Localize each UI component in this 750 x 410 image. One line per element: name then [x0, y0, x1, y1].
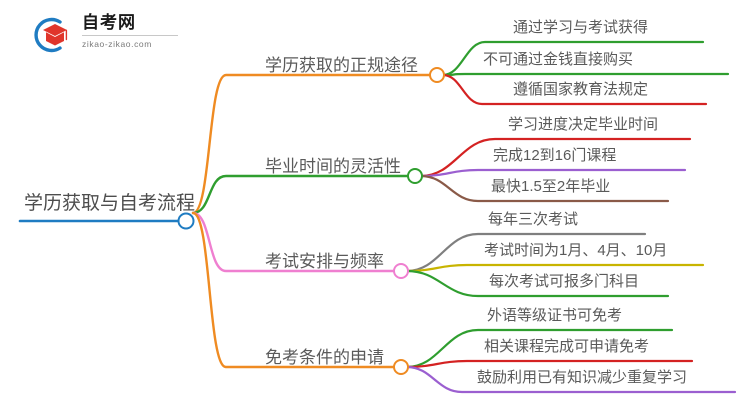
leaf-wire-3-1	[405, 359, 694, 369]
leaf-label-1-1[interactable]: 完成12到16门课程	[493, 147, 617, 164]
logo-url: zikao-zikao.com	[82, 39, 152, 49]
leaf-wire-3-2	[405, 365, 737, 394]
leaf-wire-0-1	[441, 72, 730, 77]
leaf-label-0-1[interactable]: 不可通过金钱直接购买	[483, 51, 634, 68]
root-node-label[interactable]: 学历获取与自考流程	[24, 193, 196, 214]
leaf-label-0-2[interactable]: 遵循国家教育法规定	[513, 81, 649, 98]
branch-node-0[interactable]	[429, 67, 445, 83]
site-logo: 自考网 zikao-zikao.com	[30, 12, 180, 58]
leaf-wire-0-2	[441, 73, 708, 106]
leaf-wire-1-0	[419, 137, 692, 178]
leaf-wire-3-0	[405, 328, 674, 369]
leaf-label-2-1[interactable]: 考试时间为1月、4月、10月	[484, 242, 668, 259]
branch-node-2[interactable]	[393, 263, 409, 279]
leaf-label-1-2[interactable]: 最快1.5至2年毕业	[491, 178, 611, 195]
leaf-wire-2-2	[405, 269, 670, 298]
leaf-label-3-2[interactable]: 鼓励利用已有知识减少重复学习	[477, 369, 688, 386]
leaf-label-0-0[interactable]: 通过学习与考试获得	[513, 19, 649, 36]
leaf-wire-1-1	[419, 168, 687, 178]
leaf-label-1-0[interactable]: 学习进度决定毕业时间	[508, 116, 659, 133]
branch-spine-0	[191, 73, 432, 215]
branch-label-1[interactable]: 毕业时间的灵活性	[265, 157, 401, 176]
leaf-label-2-0[interactable]: 每年三次考试	[488, 211, 579, 228]
logo-name: 自考网	[82, 13, 136, 32]
leaf-wire-2-1	[405, 263, 705, 273]
branch-label-2[interactable]: 考试安排与频率	[265, 252, 384, 271]
leaf-label-2-2[interactable]: 每次考试可报多门科目	[489, 273, 640, 290]
logo-divider	[82, 35, 178, 36]
branch-spine-1	[191, 174, 410, 215]
branch-label-0[interactable]: 学历获取的正规途径	[265, 56, 418, 75]
branch-label-3[interactable]: 免考条件的申请	[265, 348, 384, 367]
leaf-wire-1-2	[419, 174, 670, 203]
leaf-label-3-0[interactable]: 外语等级证书可免考	[487, 307, 623, 324]
leaf-label-3-1[interactable]: 相关课程完成可申请免考	[484, 338, 650, 355]
branch-spine-3	[191, 211, 396, 369]
branch-spine-2	[191, 211, 396, 273]
root-node[interactable]	[177, 212, 195, 230]
branch-node-1[interactable]	[407, 168, 423, 184]
branch-node-3[interactable]	[393, 359, 409, 375]
leaf-wire-2-0	[405, 232, 647, 273]
logo-mark-icon	[34, 17, 68, 53]
